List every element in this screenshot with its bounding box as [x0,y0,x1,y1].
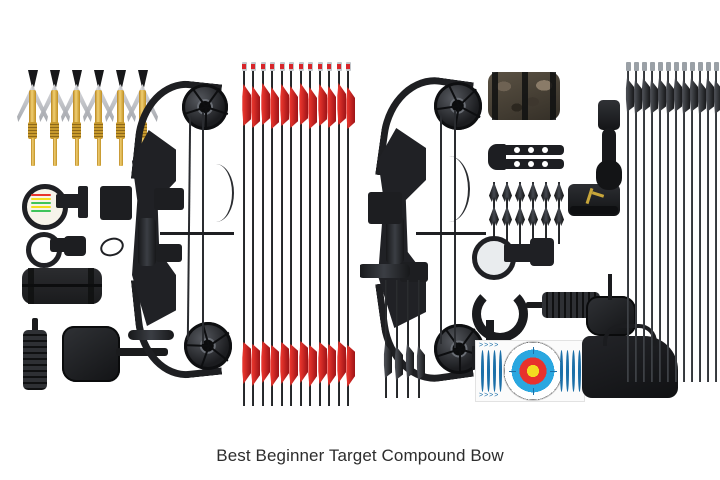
arrow-group-right [622,62,720,382]
broadhead-icon [83,70,114,166]
target-face: >>>> >>>> [475,340,585,402]
target-mark-top: >>>> [479,342,500,349]
quiver-mount-bracket-icon [100,186,132,220]
mounted-rest [154,188,184,210]
product-photo-left[interactable] [0,0,360,432]
broadhead-icon [61,70,92,166]
arrow-item [285,62,298,406]
broadhead-icon [527,182,539,244]
arrow-item [670,62,682,382]
arrow-item [638,62,650,382]
arrow-item [380,280,392,398]
bow-cable [440,114,442,344]
arrow-item [694,62,706,382]
bow-sling-icon [592,100,626,196]
arrow-item [630,62,642,382]
arrow-item [266,62,279,406]
arrow-item [678,62,690,382]
arrow-item [654,62,666,382]
arrow-item [402,280,414,398]
arrow-item [710,62,720,382]
target-chevrons-left [479,350,502,392]
bow-grip [386,216,404,264]
arrow-item [413,280,425,398]
product-gallery: >>>> >>>> [0,0,720,432]
arrow-item [702,62,714,382]
product-photo-right[interactable]: >>>> >>>> [360,0,720,432]
target-chevrons-right [560,350,583,392]
left-kit-scene [0,0,360,432]
bow-string [202,112,204,344]
arm-guard-camo-icon [488,72,560,120]
compound-bow-left [128,68,240,384]
right-kit-scene: >>>> >>>> [360,0,720,432]
cable-loop [428,156,470,222]
arrow-item [342,62,355,406]
arrow-item [276,62,289,406]
bow-sight-icon [22,182,96,230]
arm-guard-icon [22,268,102,304]
upper-cam [434,82,482,130]
broadhead-icon [540,182,552,244]
broadhead-group-right [488,182,568,244]
arrow-item [304,62,317,406]
mounted-stabilizer [360,264,410,278]
arrow-item [622,62,634,382]
broadhead-icon [17,70,48,166]
mounted-sight [368,192,402,224]
quiver-rod-icon [608,274,612,300]
arrow-item [686,62,698,382]
broadhead-icon [105,70,136,166]
bow-press-icon [488,140,564,174]
caption-bar: Best Beginner Target Compound Bow [0,432,720,480]
arrow-item [295,62,308,406]
arrow-item [323,62,336,406]
broadhead-icon [39,70,70,166]
quiver-arm-icon [116,348,168,356]
bow-case-icon [582,324,678,398]
broadhead-icon [501,182,513,244]
lower-cam [184,322,232,370]
target-mark-bottom: >>>> [479,392,500,399]
arrow-item [646,62,658,382]
target-rings [504,342,562,400]
arrow-rest-icon [472,286,528,342]
arrow-nocked [416,232,486,235]
arrow-nocked [160,232,234,235]
d-loop-icon [97,234,127,260]
bow-grip [138,218,156,266]
arrow-item [238,62,251,406]
mounted-stabilizer [128,330,174,340]
arrow-item [247,62,260,406]
arrow-item [333,62,346,406]
quiver-hood-icon [62,326,120,382]
arrow-item [662,62,674,382]
broadhead-icon [553,182,565,244]
arrow-item [391,280,403,398]
arrow-item [257,62,270,406]
stabilizer-icon [22,318,48,392]
broadhead-icon [514,182,526,244]
broadhead-icon [488,182,500,244]
arrow-group-left [238,62,355,406]
bow-quiver-arrows [380,280,426,398]
bow-sight-icon [472,234,558,280]
mounted-sight [156,244,182,262]
image-caption: Best Beginner Target Compound Bow [216,446,504,465]
rest-mount-icon [64,236,86,256]
cable-loop [198,164,234,222]
bow-string [454,110,456,348]
arrow-item [314,62,327,406]
